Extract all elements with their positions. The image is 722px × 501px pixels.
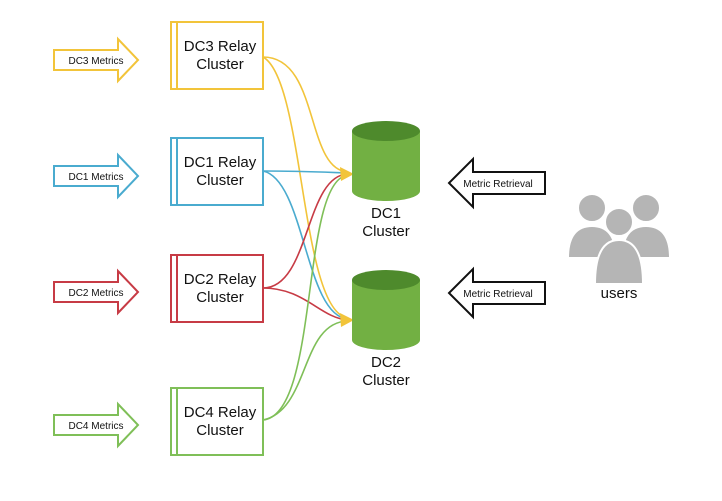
user-left-head [577, 193, 607, 223]
dc1-db-top [352, 121, 420, 141]
dc1-to-dc2-connector [262, 170, 349, 320]
dc2-input-arrowhead [340, 313, 354, 327]
dc4-metrics-arrow: DC4 Metrics [53, 401, 140, 449]
dc3-relay-subtitle: Cluster [196, 56, 244, 73]
metric-retrieval-arrow-top: Metric Retrieval [447, 156, 546, 210]
dc3-arrow-shape [53, 36, 140, 84]
dc1-cluster-subtitle: Cluster [362, 223, 410, 240]
dc2-metrics-arrow: DC2 Metrics [53, 268, 140, 316]
dc2-db-top [352, 270, 420, 290]
retrieval-bottom-shape [447, 266, 546, 320]
dc1-relay-rect [170, 137, 264, 206]
dc1-metrics-arrow: DC1 Metrics [53, 152, 140, 200]
dc1-db-body [352, 131, 420, 201]
dc4-relay-subtitle: Cluster [196, 422, 244, 439]
dc2-relay-subtitle: Cluster [196, 289, 244, 306]
dc1-relay-title: DC1 Relay [184, 154, 257, 171]
dc1-relay-subtitle: Cluster [196, 172, 244, 189]
dc2-to-dc1-connector [262, 173, 349, 289]
dc2-relay-box: DC2 Relay Cluster [170, 254, 264, 323]
dc4-metrics-label: DC4 Metrics [68, 421, 123, 432]
dc2-relay-title: DC2 Relay [184, 271, 257, 288]
user-right-head [631, 193, 661, 223]
dc2-cluster-db-icon [352, 270, 420, 350]
dc1-input-arrowhead [340, 167, 354, 181]
dc3-relay-rect [170, 21, 264, 90]
metric-retrieval-arrow-bottom: Metric Retrieval [447, 266, 546, 320]
user-center-body [593, 238, 645, 285]
dc2-metrics-label: DC2 Metrics [68, 288, 123, 299]
dc2-relay-rect [170, 254, 264, 323]
dc3-relay-box: DC3 Relay Cluster [170, 21, 264, 90]
dc4-relay-rect [170, 387, 264, 456]
dc3-to-dc2-connector [262, 56, 349, 319]
dc4-relay-box: DC4 Relay Cluster [170, 387, 264, 456]
dc2-cluster-title: DC2 [371, 354, 401, 371]
retrieval-bottom-label: Metric Retrieval [463, 289, 532, 300]
dc2-db-body [352, 280, 420, 350]
dc3-metrics-arrow: DC3 Metrics [53, 36, 140, 84]
dc2-cluster-subtitle: Cluster [362, 372, 410, 389]
dc1-arrow-shape [53, 152, 140, 200]
dc4-to-dc2-connector [262, 320, 349, 421]
dc1-cluster-title: DC1 [371, 205, 401, 222]
connectors [262, 56, 349, 421]
dc2-arrow-shape [53, 268, 140, 316]
dc4-to-dc1-connector [262, 174, 349, 421]
dc1-cluster-db-icon [352, 121, 420, 201]
users-icon [566, 193, 672, 285]
dc1-relay-box: DC1 Relay Cluster [170, 137, 264, 206]
dc3-to-dc1-connector [262, 56, 349, 173]
user-center-head [604, 207, 634, 237]
retrieval-top-label: Metric Retrieval [463, 179, 532, 190]
retrieval-top-shape [447, 156, 546, 210]
dc2-to-dc2-connector [262, 287, 349, 321]
users-label: users [601, 285, 638, 302]
dc3-metrics-label: DC3 Metrics [68, 56, 123, 67]
dc1-metrics-label: DC1 Metrics [68, 172, 123, 183]
dc4-relay-title: DC4 Relay [184, 404, 257, 421]
dc3-relay-title: DC3 Relay [184, 38, 257, 55]
dc1-to-dc1-connector [262, 170, 349, 174]
dc4-arrow-shape [53, 401, 140, 449]
